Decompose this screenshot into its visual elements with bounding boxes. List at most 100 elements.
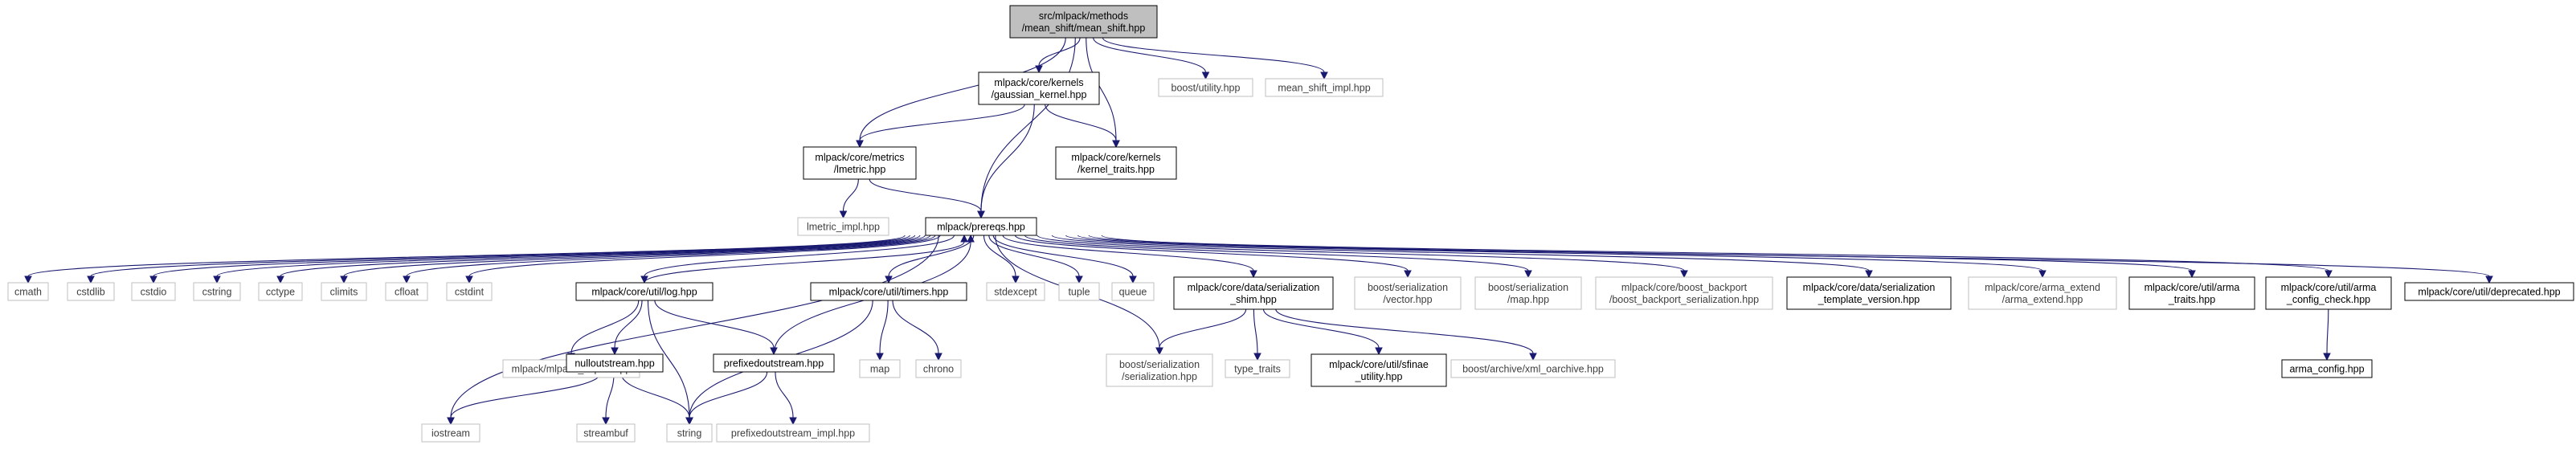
node-prereqs[interactable]: mlpack/prereqs.hpp xyxy=(925,217,1037,236)
node-cstring[interactable]: cstring xyxy=(193,282,241,301)
node-boost-vector[interactable]: boost/serialization/vector.hpp xyxy=(1354,276,1462,310)
node-label: /arma_extend.hpp xyxy=(2002,294,2083,305)
node-boost-map[interactable]: boost/serialization/map.hpp xyxy=(1474,276,1582,310)
node-iostream[interactable]: iostream xyxy=(421,423,480,443)
node-label: /map.hpp xyxy=(1507,294,1549,305)
node-template-version[interactable]: mlpack/core/data/serialization_template_… xyxy=(1786,276,1952,310)
node-box xyxy=(1450,359,1616,378)
edge-line xyxy=(1275,308,1534,354)
edge-line xyxy=(1262,308,1380,349)
node-type-traits[interactable]: type_traits xyxy=(1225,359,1290,378)
node-box xyxy=(666,423,713,443)
edge-arrowhead xyxy=(403,276,411,284)
node-map[interactable]: map xyxy=(859,359,901,378)
edge-line xyxy=(1253,308,1258,354)
node-box xyxy=(1173,276,1334,310)
node-boost-serialization[interactable]: boost/serialization/serialization.hpp xyxy=(1106,353,1213,387)
edge-line xyxy=(647,300,690,418)
node-prefixedoutstream-impl[interactable]: prefixedoutstream_impl.hpp xyxy=(716,423,870,443)
node-cfloat[interactable]: cfloat xyxy=(385,282,428,301)
node-label: mlpack/core/util/log.hpp xyxy=(591,287,697,298)
edge-timers-to-map xyxy=(876,300,889,361)
edge-arrowhead xyxy=(1529,353,1537,361)
node-label: mlpack/core/arma_extend xyxy=(1985,282,2100,293)
edge-line xyxy=(1086,37,1117,141)
edge-line xyxy=(1037,235,1685,271)
edge-arrowhead xyxy=(2323,353,2331,361)
node-arma-config[interactable]: arma_config.hpp xyxy=(2281,359,2373,378)
node-label: cmath xyxy=(14,287,42,298)
edge-arrowhead xyxy=(1253,353,1261,361)
edge-nulloutstream-to-iostream xyxy=(447,371,603,426)
node-cstdint[interactable]: cstdint xyxy=(446,282,493,301)
node-climits[interactable]: climits xyxy=(321,282,367,301)
node-nulloutstream[interactable]: nulloutstream.hpp xyxy=(566,353,664,373)
node-box xyxy=(2265,276,2392,310)
node-box xyxy=(1354,276,1462,310)
edge-arrowhead xyxy=(213,276,221,284)
node-label: lmetric_impl.hpp xyxy=(807,222,880,233)
node-timers[interactable]: mlpack/core/util/timers.hpp xyxy=(810,282,967,301)
node-cctype[interactable]: cctype xyxy=(258,282,303,301)
node-tuple[interactable]: tuple xyxy=(1058,282,1100,301)
node-root[interactable]: src/mlpack/methods/mean_shift/mean_shift… xyxy=(1009,5,1158,39)
edge-line xyxy=(654,300,775,349)
edge-line xyxy=(2326,308,2329,354)
edge-line xyxy=(892,300,939,354)
node-mean-shift-impl[interactable]: mean_shift_impl.hpp xyxy=(1265,78,1384,97)
edge-log-to-mlpack_export xyxy=(567,300,640,361)
node-label: cstring xyxy=(202,287,232,298)
node-log[interactable]: mlpack/core/util/log.hpp xyxy=(575,282,714,301)
node-prefixedoutstream[interactable]: prefixedoutstream.hpp xyxy=(713,353,835,373)
node-boost-utility[interactable]: boost/utility.hpp xyxy=(1158,78,1253,97)
node-chrono[interactable]: chrono xyxy=(915,359,962,378)
node-cmath[interactable]: cmath xyxy=(7,282,49,301)
node-box xyxy=(576,423,636,443)
node-xml-oarchive[interactable]: boost/archive/xml_oarchive.hpp xyxy=(1450,359,1616,378)
node-cstdio[interactable]: cstdio xyxy=(131,282,176,301)
edge-arrowhead xyxy=(1249,270,1257,279)
node-string[interactable]: string xyxy=(666,423,713,443)
node-kernel-traits[interactable]: mlpack/core/kernels/kernel_traits.hpp xyxy=(1055,146,1177,180)
edge-line xyxy=(980,104,1035,212)
node-lmetric-impl[interactable]: lmetric_impl.hpp xyxy=(797,217,889,236)
node-box xyxy=(258,282,303,301)
node-box xyxy=(810,282,967,301)
node-label: stdexcept xyxy=(994,287,1037,298)
node-label: /kernel_traits.hpp xyxy=(1077,164,1155,175)
node-queue[interactable]: queue xyxy=(1111,282,1155,301)
node-arma-extend[interactable]: mlpack/core/arma_extend/arma_extend.hpp xyxy=(1968,276,2117,310)
node-box xyxy=(797,217,889,236)
node-serialization-shim[interactable]: mlpack/core/data/serialization_shim.hpp xyxy=(1173,276,1334,310)
node-label: mean_shift_impl.hpp xyxy=(1278,83,1370,94)
node-cstdlib[interactable]: cstdlib xyxy=(67,282,115,301)
node-label: boost/archive/xml_oarchive.hpp xyxy=(1462,364,1604,375)
node-arma-traits[interactable]: mlpack/core/util/arma_traits.hpp xyxy=(2128,276,2255,310)
node-box xyxy=(713,353,835,373)
node-streambuf[interactable]: streambuf xyxy=(576,423,636,443)
node-sfinae[interactable]: mlpack/core/util/sfinae_utility.hpp xyxy=(1310,353,1447,387)
node-boost-backport[interactable]: mlpack/core/boost_backport/boost_backpor… xyxy=(1595,276,1773,310)
edge-line xyxy=(859,104,1025,141)
edge-line xyxy=(280,235,926,277)
node-box xyxy=(7,282,49,301)
node-label: mlpack/core/metrics xyxy=(815,152,904,163)
node-box xyxy=(803,146,917,180)
node-arma-config-check[interactable]: mlpack/core/util/arma_config_check.hpp xyxy=(2265,276,2392,310)
edge-line xyxy=(468,235,941,277)
node-label: /boost_backport_serialization.hpp xyxy=(1609,294,1759,305)
node-deprecated[interactable]: mlpack/core/util/deprecated.hpp xyxy=(2404,282,2574,301)
edge-arrowhead xyxy=(1112,140,1120,149)
edge-prereqs-to-deprecated xyxy=(1101,235,2493,284)
node-box xyxy=(1055,146,1177,180)
node-lmetric[interactable]: mlpack/core/metrics/lmetric.hpp xyxy=(803,146,917,180)
edge-line xyxy=(869,178,982,212)
node-gaussian[interactable]: mlpack/core/kernels/gaussian_kernel.hpp xyxy=(978,71,1100,105)
node-label: /lmetric.hpp xyxy=(834,164,886,175)
edge-line xyxy=(90,235,910,277)
edge-line xyxy=(859,37,1066,141)
node-stdexcept[interactable]: stdexcept xyxy=(986,282,1045,301)
node-box xyxy=(446,282,493,301)
edge-timers-to-chrono xyxy=(892,300,942,361)
edge-arrowhead xyxy=(885,276,893,284)
